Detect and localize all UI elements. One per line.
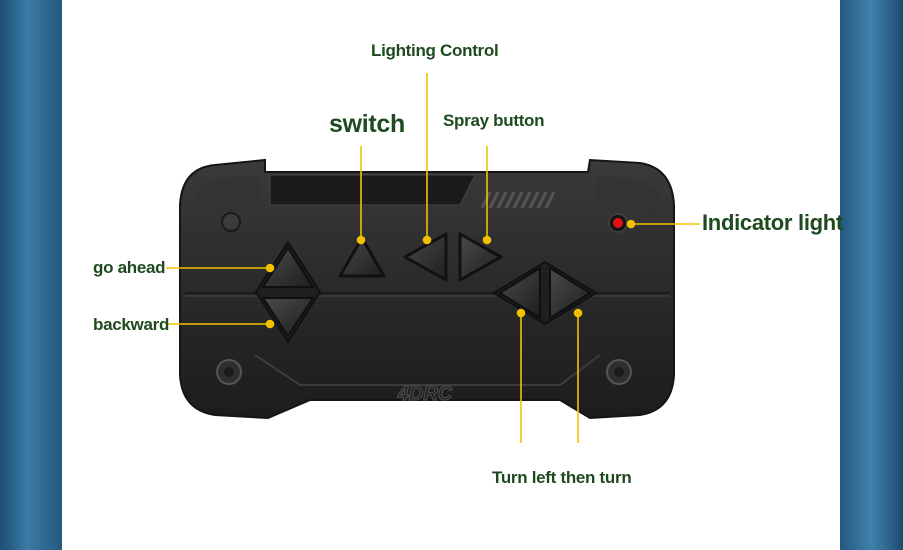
switch-button[interactable] [338,236,386,278]
turn-left-button[interactable] [498,266,541,320]
spray-button-label: Spray button [443,111,545,130]
switch-label: switch [329,110,405,138]
backward-label: backward [93,315,170,334]
remote-body [179,158,675,420]
turn-pad [492,260,598,326]
spray-button[interactable] [458,232,503,282]
backward-button[interactable] [261,297,315,338]
indicator-light [608,213,628,233]
forward-button[interactable] [261,246,315,288]
go-ahead-label: go ahead [93,258,166,277]
lighting-control-button[interactable] [403,232,448,282]
background-right-border [840,0,903,550]
turn-label: Turn left then turn [492,468,632,487]
background-left-border [0,0,62,550]
turn-right-button[interactable] [549,266,592,320]
leader-lines [166,73,700,443]
lighting-control-label: Lighting Control [371,41,499,60]
indicator-light-label: Indicator light [702,210,843,235]
brand-logo: 4DRC [397,383,453,405]
